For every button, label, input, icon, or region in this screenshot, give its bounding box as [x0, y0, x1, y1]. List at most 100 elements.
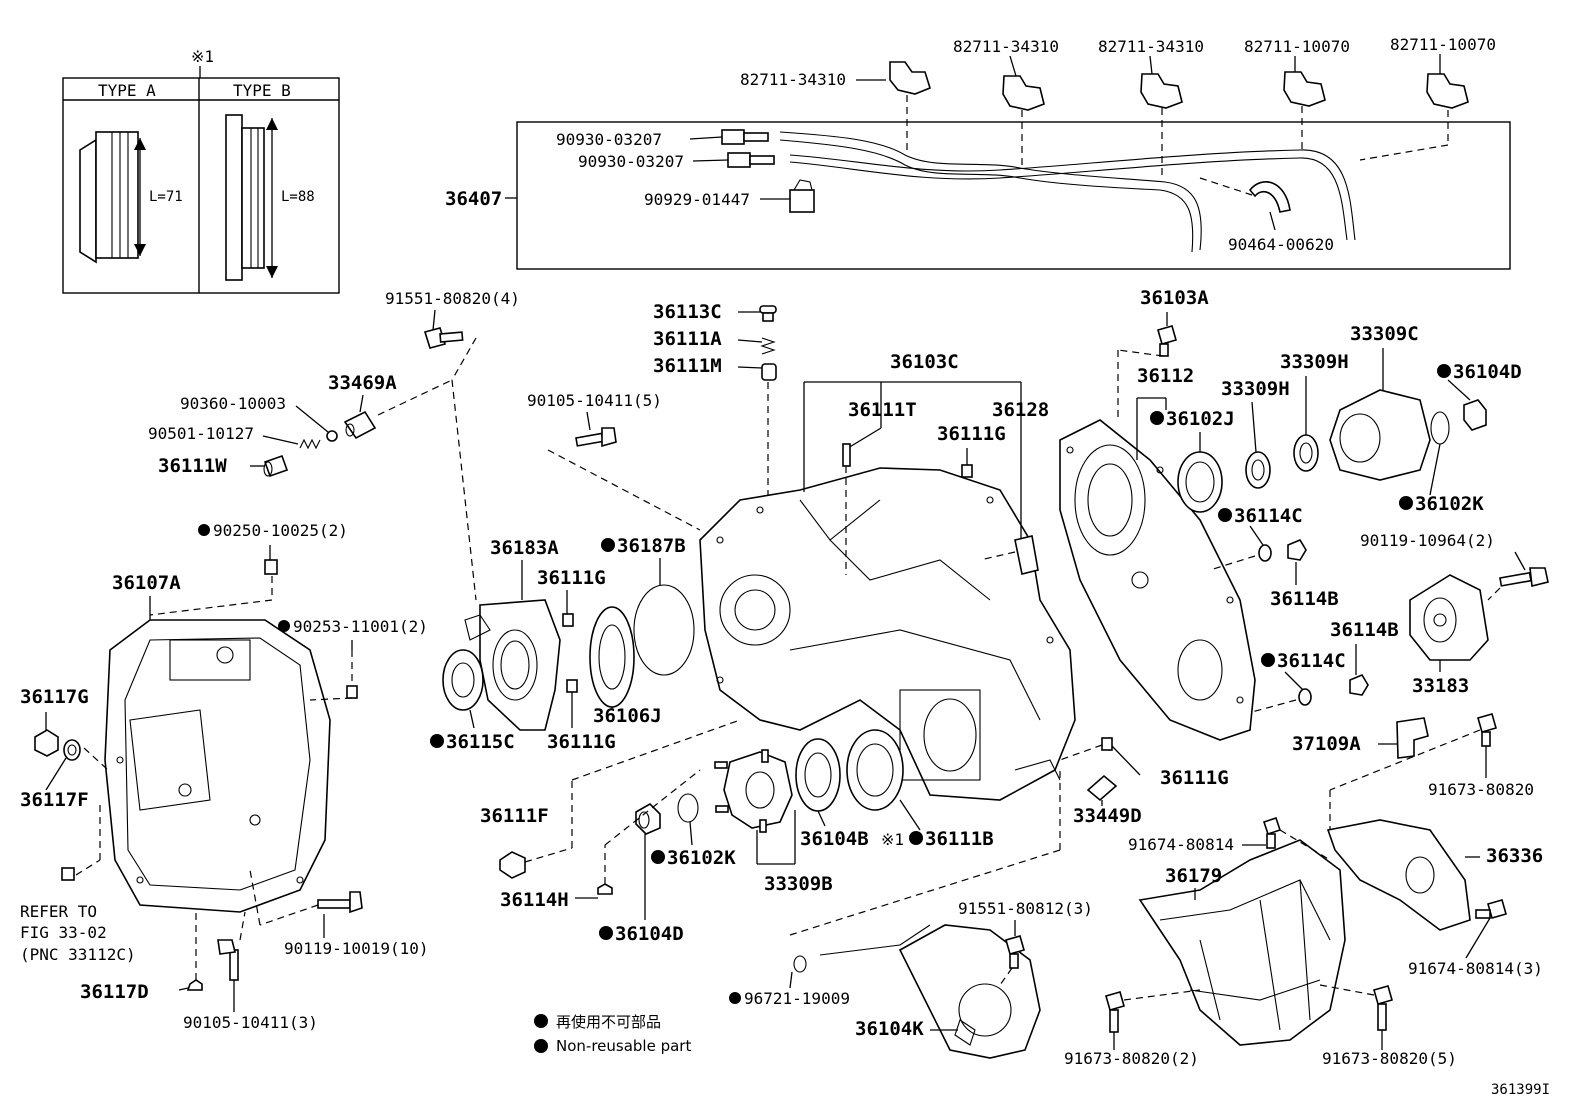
part-callout: 36104D	[1453, 361, 1522, 383]
actuator-33183	[1409, 574, 1489, 661]
part-callout: 90501-10127	[148, 424, 254, 443]
part-callout: 33309H	[1221, 378, 1290, 400]
part-callout: 90253-11001(2)	[293, 617, 428, 636]
part-callout: 90930-03207	[578, 152, 684, 171]
non-reusable-dot-icon	[729, 992, 741, 1004]
pin-90250	[264, 559, 278, 575]
part-callout: 36111W	[158, 455, 227, 477]
skid-plate-36179	[1138, 839, 1346, 1046]
pin-36111g-b	[566, 679, 578, 693]
bolt-36103a	[1157, 325, 1177, 357]
plug-36114b-upper	[1287, 538, 1307, 561]
tube-clamp-90929	[789, 179, 815, 213]
tube-clamp-90464	[1248, 181, 1291, 213]
adapter-housing-36107a	[104, 619, 331, 913]
legend-ja: 再使用不可部品	[556, 1013, 661, 1031]
part-callout: 36407	[445, 188, 502, 210]
part-callout: 36114C	[1234, 505, 1303, 527]
part-callout: 91674-80814(3)	[1408, 959, 1543, 978]
legend-dot-icon	[534, 1014, 548, 1028]
non-reusable-dot-icon	[278, 620, 290, 632]
bolt-91673-80820-single	[1477, 713, 1497, 747]
type-b-length: L=88	[281, 189, 315, 205]
spring-90501	[299, 438, 321, 450]
part-callout: 36179	[1165, 865, 1222, 887]
plate-36128	[1014, 535, 1039, 575]
part-callout: 361399I	[1491, 1082, 1550, 1098]
part-callout: 36187B	[617, 535, 686, 557]
o-ring-36187b	[633, 584, 695, 676]
clip-3	[1140, 73, 1183, 109]
part-callout: 33309B	[764, 873, 833, 895]
spacer-33309h-a	[1245, 451, 1271, 489]
seal-36114c-lower	[1298, 688, 1312, 706]
pin-36111g-c	[961, 464, 973, 478]
bracket-37109a	[1396, 717, 1429, 759]
part-callout: 36117G	[20, 686, 89, 708]
part-callout: 36117D	[80, 981, 149, 1003]
bolt-91551-80820	[423, 327, 464, 349]
non-reusable-dot-icon	[1437, 364, 1451, 378]
type-a-part	[79, 131, 146, 264]
non-reusable-dot-icon	[601, 538, 615, 552]
non-reusable-dot-icon	[198, 524, 210, 536]
non-reusable-dot-icon	[909, 831, 923, 845]
type-inset: ※1 TYPE A TYPE B L=71 L=88	[62, 47, 340, 294]
part-callout: 90929-01447	[644, 190, 750, 209]
bolt-91551-80812	[1005, 935, 1025, 969]
part-callout: 90360-10003	[180, 394, 286, 413]
part-callout: 33309H	[1280, 351, 1349, 373]
part-callout: 36104D	[615, 923, 684, 945]
plug-36111f	[499, 851, 526, 879]
non-reusable-dot-icon	[1399, 496, 1413, 510]
clip-2	[1002, 75, 1045, 111]
plate-33449d	[1086, 774, 1118, 802]
non-reusable-dot-icon	[1218, 508, 1232, 522]
part-callout: 91551-80820(4)	[385, 289, 520, 308]
part-callout: 36111B	[925, 828, 994, 850]
part-callout: 82711-10070	[1390, 35, 1496, 54]
part-callout: 36107A	[112, 572, 181, 594]
part-callout: 36102J	[1166, 408, 1235, 430]
non-reusable-dot-icon	[1150, 411, 1164, 425]
pin-36111t	[842, 443, 851, 467]
dust-cover-36104k	[898, 924, 1041, 1059]
part-callout: 90250-10025(2)	[213, 521, 348, 540]
part-callout: 36111F	[480, 805, 549, 827]
legend: 再使用不可部品 Non-reusable part	[534, 1013, 691, 1055]
bolt-90105-10411-5	[575, 427, 617, 448]
gasket-36117f	[63, 739, 81, 761]
part-callout: 36117F	[20, 789, 89, 811]
part-callout: 36104B	[800, 828, 869, 850]
part-callout: 82711-34310	[1098, 37, 1204, 56]
type-a-header: TYPE A	[98, 81, 156, 100]
part-callout: 82711-34310	[740, 70, 846, 89]
part-callout: (PNC 33112C)	[20, 945, 136, 964]
part-callout: 37109A	[1292, 733, 1361, 755]
plug-36111w	[263, 454, 289, 478]
bracket-36336	[1326, 819, 1471, 931]
bolt-90105-10411-3	[217, 939, 239, 981]
part-callout: 36114C	[1277, 650, 1346, 672]
plug-36117d	[186, 979, 203, 991]
part-callout: 36103C	[890, 351, 959, 373]
oring-36102k-lower	[677, 793, 699, 823]
part-callout: 90105-10411(3)	[183, 1013, 318, 1032]
part-callout: 82711-34310	[953, 37, 1059, 56]
callout-layer: 82711-34310 82711-34310 82711-34310 82711-1…	[20, 35, 1550, 1098]
legend-en: Non-reusable part	[556, 1037, 691, 1055]
pin-36111g-a	[562, 613, 574, 627]
part-callout: 33469A	[328, 372, 397, 394]
spring-36111a	[760, 337, 776, 355]
ring-96721	[793, 955, 807, 973]
part-callout: 36183A	[490, 537, 559, 559]
bolt-90119-10964	[1499, 567, 1549, 587]
part-callout: 36111G	[1160, 767, 1229, 789]
part-callout: 36114H	[500, 889, 569, 911]
tube-assembly-36407	[505, 61, 1511, 270]
seal-36114c-upper	[1258, 544, 1272, 562]
part-callout: 91674-80814	[1128, 835, 1234, 854]
part-callout: 91673-80820(5)	[1322, 1049, 1457, 1068]
part-callout: 33183	[1412, 675, 1469, 697]
